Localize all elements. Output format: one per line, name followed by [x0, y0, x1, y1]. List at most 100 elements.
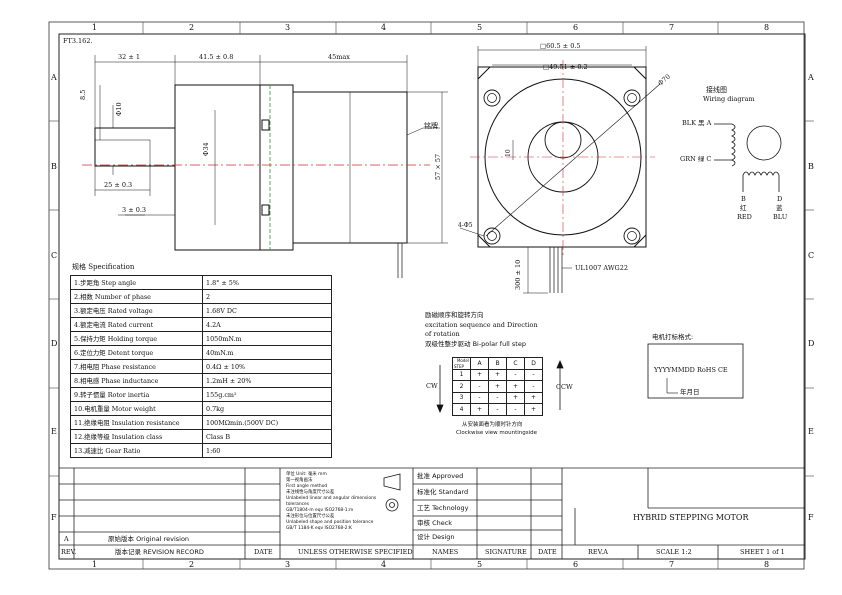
seq-step: 3 — [452, 391, 471, 404]
approval-design: 设计 Design — [417, 533, 455, 541]
wiring-title-en: Wiring diagram — [703, 95, 755, 103]
seq-header: B — [488, 357, 507, 370]
tolerance-note: 单位 Unit: 毫米 mm — [286, 472, 327, 477]
footer-names: NAMES — [432, 548, 459, 556]
seq-cell: - — [506, 368, 525, 381]
seq-cell: + — [524, 403, 543, 416]
screw-bottom — [261, 204, 270, 216]
col-label: 2 — [189, 23, 195, 32]
dim-shaft-length: 32 ± 1 — [118, 53, 140, 61]
row-label: F — [51, 513, 57, 522]
seq-row: 1 + + - - — [452, 368, 543, 381]
tolerance-note: 未注线性与角度尺寸公差 — [286, 490, 335, 495]
marking-box — [647, 343, 744, 399]
spec-label: 1.步距角 Step angle — [70, 275, 203, 290]
footer-scale: SCALE 1:2 — [656, 548, 692, 556]
seq-cell: + — [488, 368, 507, 381]
dim-pilot-diameter: Φ34 — [202, 142, 210, 156]
spec-label: 3.额定电压 Rated voltage — [70, 303, 203, 318]
spec-label: 8.相电感 Phase inductance — [70, 373, 203, 388]
wiring-diagram — [714, 123, 782, 192]
row-label: E — [808, 427, 814, 436]
spec-value: 1.2mH ± 20% — [202, 373, 332, 388]
col-label: 2 — [189, 560, 195, 569]
dim-flat-position: 25 ± 0.3 — [104, 181, 133, 189]
zone-ticks — [49, 22, 814, 569]
col-label: 5 — [477, 560, 483, 569]
seq-row: 4 + - - + — [452, 403, 543, 416]
rotation-arrows — [436, 359, 564, 414]
shaft — [94, 127, 176, 167]
footer-rev-a: REV.A — [588, 548, 608, 556]
seq-cell: - — [470, 380, 489, 393]
spec-label: 5.保持力矩 Holding torque — [70, 331, 203, 346]
wire-d-cn: 蓝 — [776, 204, 783, 212]
rotation-note-en: Clockwise view mountingside — [456, 430, 538, 436]
row-label: B — [808, 162, 814, 171]
spec-value: 40mN.m — [202, 345, 332, 360]
revision-record: 原始版本 Original revision — [108, 535, 190, 543]
spec-value: 1.8° ± 5% — [202, 275, 332, 290]
spec-label: 7.相电阻 Phase resistance — [70, 359, 203, 374]
tolerance-notes: 单位 Unit: 毫米 mm 第一视角画法 First angle method… — [286, 472, 386, 532]
row-label: C — [808, 251, 815, 260]
title-block-grid — [59, 467, 805, 559]
col-label: 1 — [92, 23, 98, 32]
col-label: 6 — [573, 560, 579, 569]
seq-cell: - — [506, 403, 525, 416]
seq-cell: + — [470, 368, 489, 381]
approval-approved: 批准 Approved — [417, 472, 464, 480]
seq-cell: - — [470, 391, 489, 404]
row-label: E — [51, 427, 57, 436]
row-label: B — [51, 162, 57, 171]
dim-cable-length: 300 ± 10 — [514, 259, 522, 290]
col-label: 3 — [285, 23, 291, 32]
dim-hole-pitch: □49.51 ± 0.2 — [543, 63, 588, 71]
col-label: 4 — [381, 560, 387, 569]
cable-spec: UL1007 AWG22 — [575, 264, 628, 272]
col-label: 4 — [381, 23, 387, 32]
spec-label: 10.电机重量 Motor weight — [70, 401, 203, 416]
spec-value: 155g.cm² — [202, 387, 332, 402]
wire-c-label: GRN 绿 C — [680, 155, 712, 163]
col-label: 5 — [477, 23, 483, 32]
tolerance-note: GB/T 1184-K eqv ISO2768-2:K — [286, 526, 352, 531]
front-view — [459, 46, 661, 294]
seq-corner-top: Model — [456, 358, 469, 363]
wire-a-label: BLK 黑 A — [682, 119, 712, 127]
footer-signature: SIGNATURE — [485, 548, 527, 556]
seq-step: 2 — [452, 380, 471, 393]
spec-label: 11.绝缘电阻 Insulation resistance — [70, 415, 203, 430]
spec-label: 6.定位力矩 Detent torque — [70, 345, 203, 360]
excitation-table: Model STEP A B C D 1 + + - - 2 - + + - 3… — [452, 357, 543, 416]
cw-label: CW — [426, 382, 438, 390]
inner-frame — [58, 33, 806, 560]
dim-pilot-depth: 3 ± 0.3 — [122, 206, 147, 214]
wire-d-top: D — [777, 195, 783, 203]
dim-holes: 4-Φ5 — [458, 222, 473, 229]
spec-label: 13.减速比 Gear Ratio — [70, 443, 203, 458]
seq-header: A — [470, 357, 489, 370]
screw-top — [261, 119, 270, 131]
spec-title: 规格 Specification — [72, 263, 135, 271]
spec-value: 100MΩmin.(500V DC) — [202, 415, 332, 430]
seq-cell: - — [524, 368, 543, 381]
seq-cell: + — [524, 391, 543, 404]
seq-cell: - — [488, 403, 507, 416]
col-label: 8 — [764, 23, 770, 32]
dim-shaft-diameter: Φ10 — [115, 102, 123, 116]
wire-b-top: B — [741, 195, 746, 203]
seq-header: C — [506, 357, 525, 370]
footer-record: 版本记录 REVISION RECORD — [115, 548, 204, 556]
excitation-title-en2: of rotation — [425, 330, 460, 338]
row-label: A — [51, 73, 57, 82]
outer-frame — [48, 21, 805, 570]
footer-sheet: SHEET 1 of 1 — [740, 548, 785, 556]
seq-cell: - — [488, 391, 507, 404]
col-label: 8 — [764, 560, 770, 569]
